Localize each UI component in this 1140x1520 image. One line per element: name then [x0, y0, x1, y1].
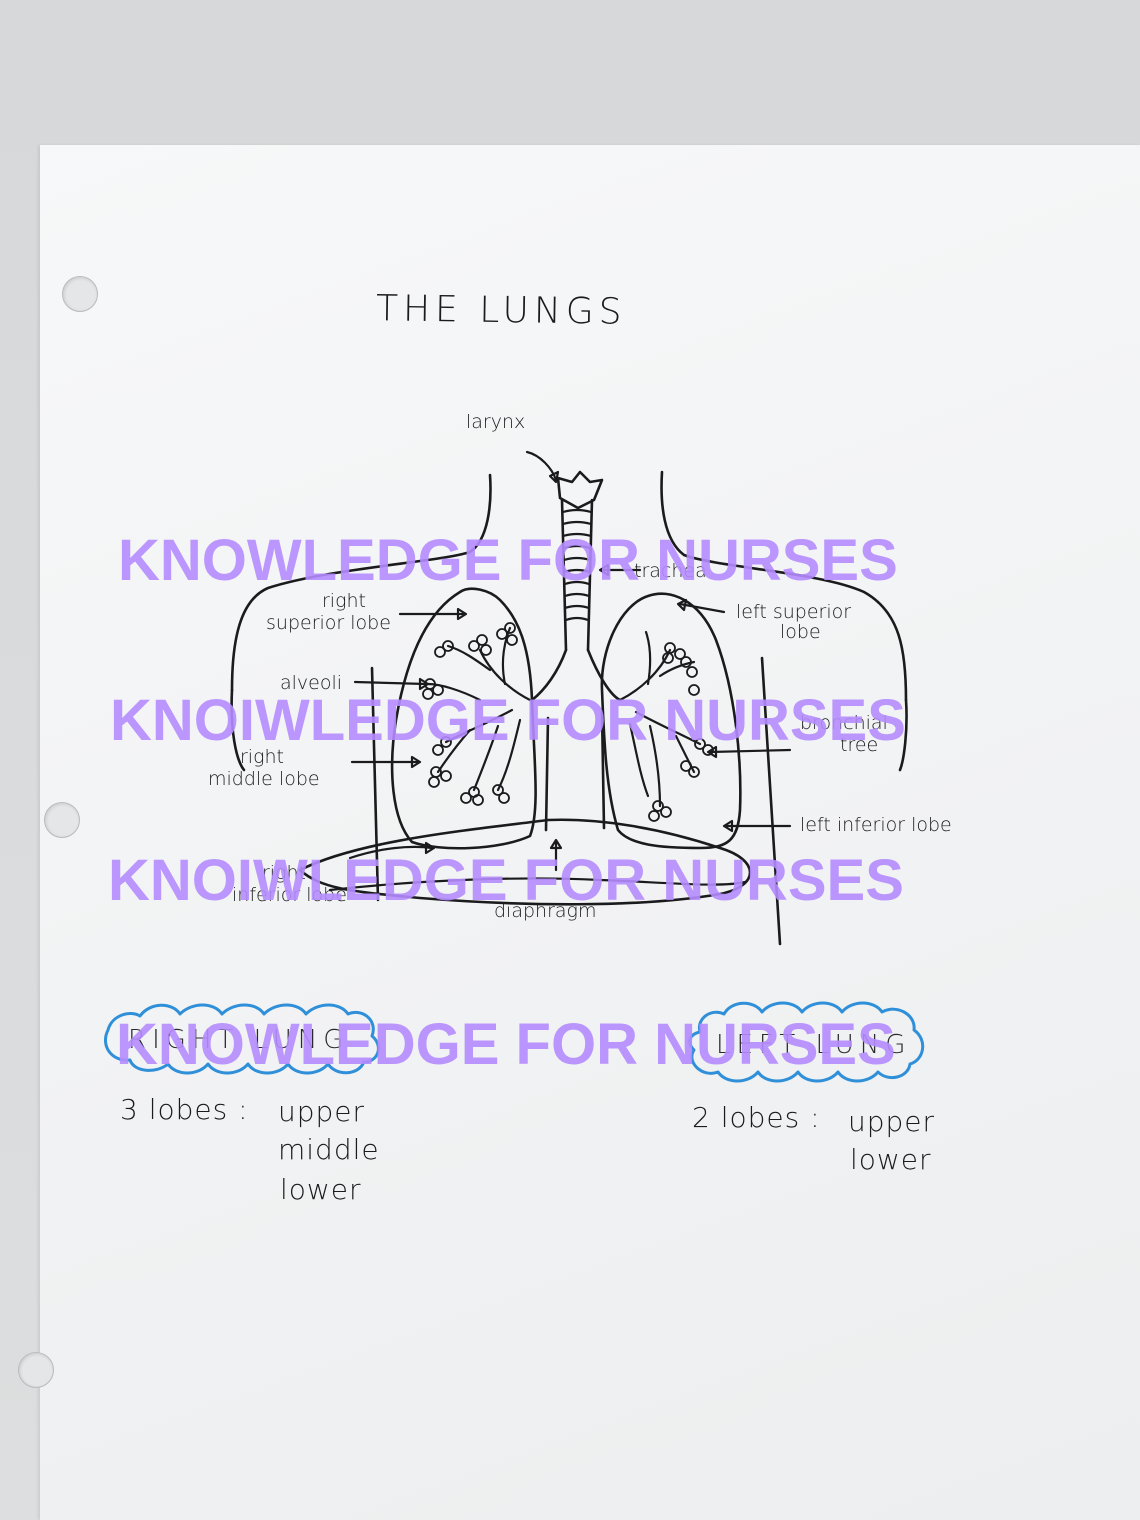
bronchus-left-main — [586, 648, 622, 702]
right-lung-lobe-lower: lower — [280, 1173, 362, 1206]
right-lung-outline — [390, 587, 537, 850]
right-bronchial-tree — [426, 626, 532, 792]
bronchus-right-main — [530, 648, 568, 702]
right-alveoli-clusters — [422, 622, 518, 806]
neck-right-outline — [660, 470, 908, 702]
binder-hole — [62, 276, 98, 312]
label-right-superior-lobe-line1: right — [322, 590, 366, 612]
label-left-inferior-lobe: left inferior lobe — [800, 814, 952, 836]
right-lung-lobe-count: 3 lobes : — [120, 1093, 249, 1126]
left-lung-heading: LEFT LUNG — [716, 1030, 912, 1060]
label-right-inferior-lobe-line1: right — [262, 862, 306, 884]
label-trachea: trachea — [634, 560, 707, 582]
notebook-paper — [40, 145, 1140, 1520]
binder-hole — [18, 1352, 54, 1388]
label-bronchial-tree-line2: tree — [840, 734, 879, 756]
label-alveoli: alveoli — [280, 672, 343, 694]
body-line-right — [760, 656, 782, 946]
label-right-middle-lobe-line1: right — [240, 746, 284, 768]
label-right-middle-lobe-line2: middle lobe — [208, 768, 320, 790]
label-diaphragm: diaphragm — [494, 900, 597, 922]
label-larynx: larynx — [466, 411, 526, 433]
label-left-superior-lobe-line2: lobe — [780, 621, 821, 643]
mediastinum-right — [600, 710, 606, 830]
shoulder-right — [898, 698, 908, 772]
diaphragm-outline — [298, 818, 752, 906]
label-bronchial-tree-line1: bronchial — [800, 712, 888, 734]
left-lung-outline — [600, 592, 742, 850]
left-alveoli-clusters — [648, 642, 714, 822]
larynx-shape — [556, 470, 604, 510]
right-lung-lobe-upper: upper — [278, 1095, 366, 1128]
mediastinum-left — [544, 716, 550, 832]
left-bronchial-tree — [618, 630, 702, 808]
label-arrows — [348, 450, 792, 872]
left-lung-lobe-lower: lower — [850, 1143, 932, 1176]
right-lung-heading: RIGHT LUNG — [128, 1025, 350, 1055]
right-lung-cloud-outline — [104, 1003, 380, 1075]
binder-hole — [44, 802, 80, 838]
left-lung-cloud-outline — [688, 1001, 925, 1083]
body-line-left — [370, 666, 380, 902]
shoulder-left — [230, 688, 246, 772]
label-left-superior-lobe-line1: left superior — [736, 601, 852, 623]
label-right-inferior-lobe-line2: inferior lobe — [232, 884, 347, 906]
diaphragm-inner — [328, 877, 747, 892]
left-lung-lobe-upper: upper — [848, 1105, 936, 1138]
neck-left-outline — [230, 473, 492, 692]
trachea-rings — [561, 508, 593, 622]
left-lung-lobe-count: 2 lobes : — [692, 1101, 821, 1134]
label-right-superior-lobe-line2: superior lobe — [266, 612, 391, 634]
right-lung-lobe-middle: middle — [278, 1133, 380, 1166]
